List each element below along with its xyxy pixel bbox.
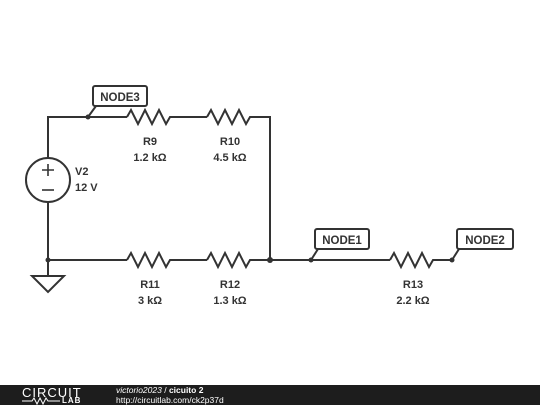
logo-text-top: CIRCUIT xyxy=(22,385,82,400)
resistor-r10[interactable]: R10 4.5 kΩ xyxy=(206,107,253,164)
circuit-schematic: R9 1.2 kΩ R10 4.5 kΩ R11 3 kΩ R12 1.3 kΩ… xyxy=(25,85,514,307)
junction-right xyxy=(267,257,273,263)
resistor-name: R10 xyxy=(220,136,240,148)
title-separator: / xyxy=(161,385,169,395)
wire-left-top xyxy=(47,116,127,158)
resistor-logo-icon xyxy=(22,397,60,405)
author-name[interactable]: victorio2023 xyxy=(116,385,162,395)
resistor-name: R11 xyxy=(140,279,160,291)
node-label-text: NODE3 xyxy=(100,92,140,104)
circuit-meta: victorio2023 / cicuito 2 http://circuitl… xyxy=(116,385,224,405)
source-value: 12 V xyxy=(75,182,98,194)
node-label-text: NODE2 xyxy=(465,235,505,247)
resistor-name: R13 xyxy=(403,279,423,291)
resistor-value: 1.3 kΩ xyxy=(213,295,246,307)
circuit-title[interactable]: cicuito 2 xyxy=(168,385,204,395)
node-label-node3[interactable]: NODE3 xyxy=(87,85,148,118)
resistor-r11[interactable]: R11 3 kΩ xyxy=(126,250,173,307)
resistor-name: R12 xyxy=(220,279,240,291)
resistor-value: 4.5 kΩ xyxy=(213,152,246,164)
ground-icon xyxy=(29,260,67,294)
circuit-url-link[interactable]: http://circuitlab.com/ck2p37d xyxy=(116,395,224,405)
resistor-r12[interactable]: R12 1.3 kΩ xyxy=(206,250,253,307)
wires xyxy=(47,116,452,261)
wire-right-vertical xyxy=(253,116,271,260)
node-label-text: NODE1 xyxy=(322,235,362,247)
node-label-node2[interactable]: NODE2 xyxy=(451,228,514,261)
circuitlab-logo[interactable]: CIRCUIT LAB xyxy=(22,385,94,405)
voltage-source-v2[interactable]: V2 12 V xyxy=(25,157,98,203)
resistor-r13[interactable]: R13 2.2 kΩ xyxy=(389,250,436,307)
source-name: V2 xyxy=(75,166,88,178)
resistor-value: 1.2 kΩ xyxy=(133,152,166,164)
resistor-name: R9 xyxy=(143,136,157,148)
node-label-node1[interactable]: NODE1 xyxy=(310,228,370,261)
resistor-r9[interactable]: R9 1.2 kΩ xyxy=(126,107,173,164)
logo-text-bottom: LAB xyxy=(62,396,82,405)
resistor-value: 3 kΩ xyxy=(138,295,162,307)
resistor-value: 2.2 kΩ xyxy=(396,295,429,307)
footer-bar: CIRCUIT LAB victorio2023 / cicuito 2 htt… xyxy=(0,385,540,405)
wire-left-bottom xyxy=(47,202,127,261)
plus-icon xyxy=(42,164,54,176)
